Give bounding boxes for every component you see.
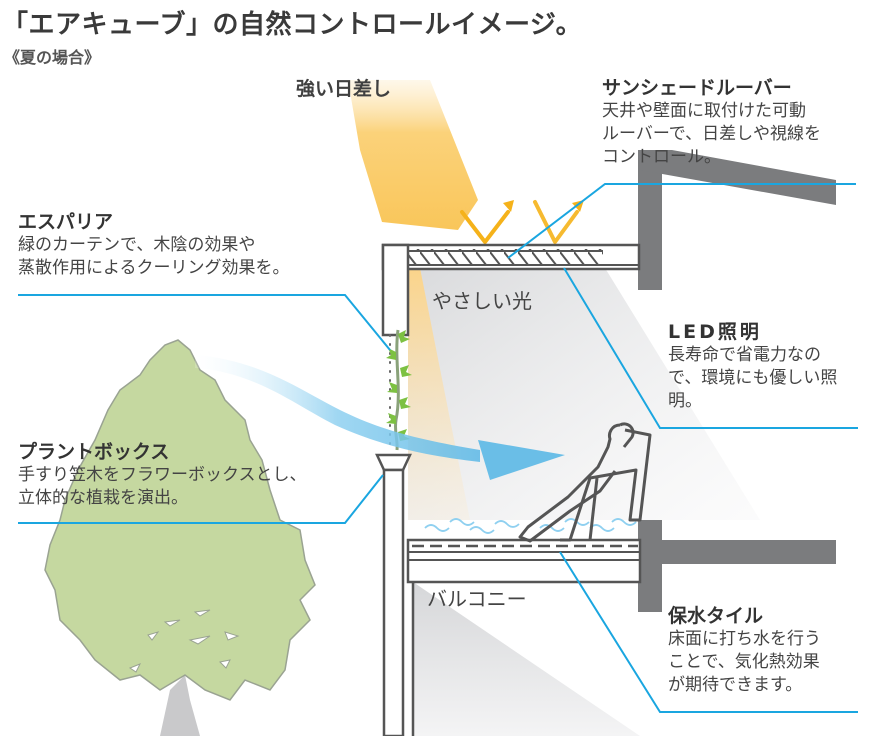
callout-line: 立体的な植栽を演出。: [18, 488, 188, 508]
tree: [44, 339, 316, 736]
reflection-arrows: [460, 200, 584, 244]
callout-title: LED照明: [668, 321, 762, 343]
callout-line: 天井や壁面に取付けた可動: [602, 101, 806, 121]
building-structure: [638, 150, 836, 612]
callout-line: で、環境にも優しい照: [668, 368, 838, 388]
callout-line: 蒸散作用によるクーリング効果を。: [18, 258, 290, 278]
callout-line: 手すり笠木をフラワーボックスとし、: [18, 465, 307, 485]
callout-title: 保水タイル: [668, 605, 764, 627]
callout-line: 床面に打ち水を行う: [668, 629, 821, 649]
callout-line: が期待できます。: [668, 675, 803, 695]
callout-led-lighting: LED照明 長寿命で省電力なの で、環境にも優しい照 明。: [668, 320, 837, 413]
espalier-ivy: [386, 329, 412, 451]
callout-water-retaining-tile: 保水タイル 床面に打ち水を行う ことで、気化熱効果 が期待できます。: [668, 604, 821, 697]
callout-line: 明。: [668, 391, 702, 411]
leader-lines: [18, 183, 858, 713]
balcony-shade: [413, 582, 640, 736]
callout-plant-box: プラントボックス 手すり笠木をフラワーボックスとし、 立体的な植栽を演出。: [18, 440, 307, 510]
plant-box-railing: [375, 453, 412, 736]
person-in-chair: [518, 422, 652, 543]
balcony-label: バルコニー: [427, 587, 527, 611]
page-subtitle: 《夏の場合》: [4, 48, 101, 67]
page-title: 「エアキューブ」の自然コントロールイメージ。: [2, 10, 583, 40]
callout-espalier: エスパリア 緑のカーテンで、木陰の効果や 蒸散作用によるクーリング効果を。: [18, 210, 290, 280]
callout-title: エスパリア: [18, 211, 114, 233]
callout-line: ルーバーで、日差しや視線を: [602, 124, 821, 144]
sunshade-louver-structure: [381, 243, 641, 337]
callout-title: サンシェードルーバー: [602, 77, 792, 99]
gentle-light-label: やさしい光: [432, 289, 532, 313]
breeze-arrow: [195, 355, 565, 480]
callout-line: 長寿命で省電力なの: [668, 345, 821, 365]
balcony-floor: [406, 538, 642, 736]
callout-line: ことで、気化熱効果: [668, 652, 820, 672]
callout-sunshade-louver: サンシェードルーバー 天井や壁面に取付けた可動 ルーバーで、日差しや視線を コン…: [602, 76, 821, 169]
evaporation-waves: [424, 518, 637, 534]
callout-title: プラントボックス: [18, 441, 170, 463]
callout-line: コントロール。: [602, 147, 721, 167]
callout-line: 緑のカーテンで、木陰の効果や: [18, 235, 256, 255]
strong-sunlight-label: 強い日差し: [296, 78, 392, 100]
sunlight-beam: [348, 80, 478, 230]
